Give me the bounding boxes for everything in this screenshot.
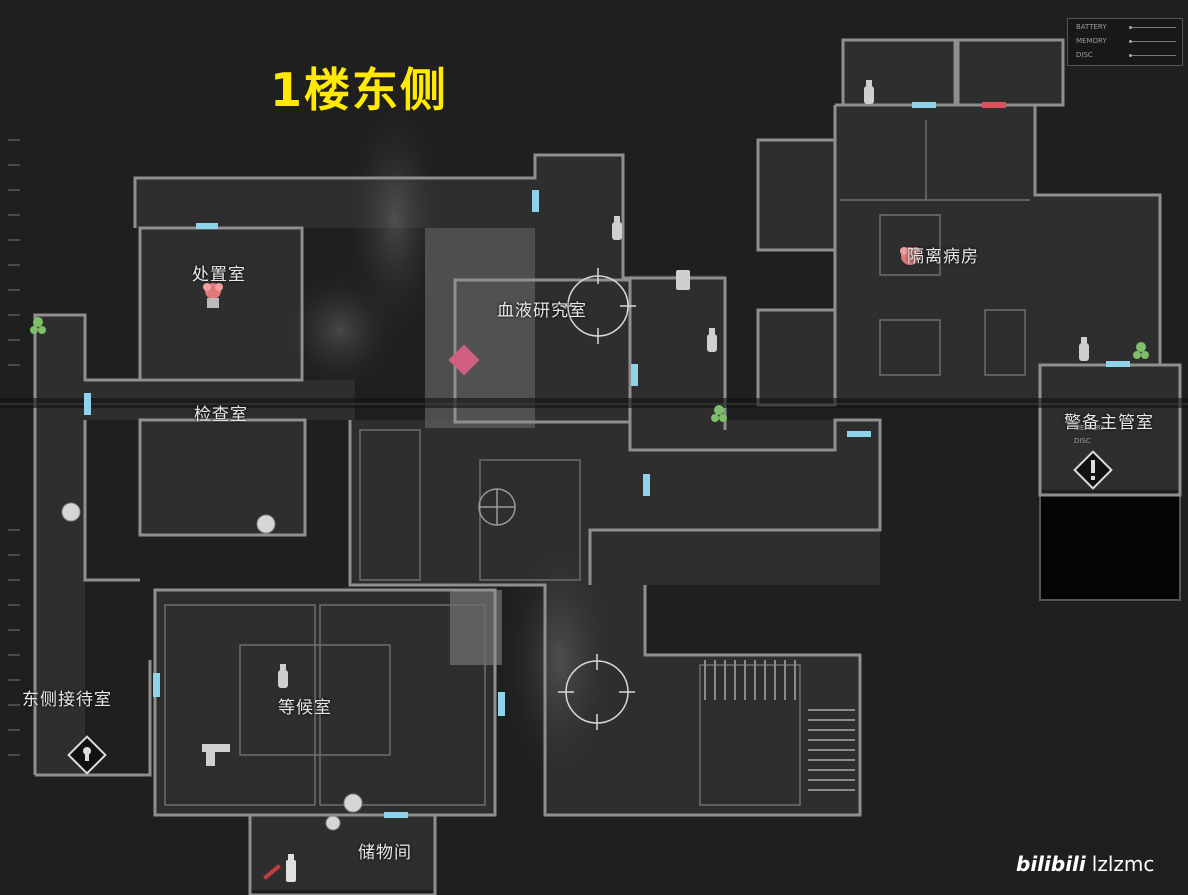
door-open <box>498 692 505 716</box>
watermark-username: lzlzmc <box>1091 852 1155 876</box>
room-label-blood-lab: 血液研究室 <box>497 301 587 321</box>
room-label-disposal: 处置室 <box>192 265 246 285</box>
flower-icon <box>900 247 920 265</box>
status-memory-label: MEMORY <box>1076 37 1107 45</box>
status-panel: BATTERY MEMORY DISC <box>1067 18 1183 66</box>
key-item-icon <box>448 344 480 376</box>
spray-icon <box>864 80 874 104</box>
device-icon <box>676 270 690 290</box>
coin-icon <box>61 502 81 522</box>
door-open <box>84 393 91 415</box>
compass-emblem <box>478 488 516 526</box>
status-battery-label: BATTERY <box>1076 23 1107 31</box>
door-open <box>196 223 218 229</box>
warning-icon <box>1073 450 1113 490</box>
glitch-disc-label: DISC <box>1074 437 1091 445</box>
coin-icon <box>325 815 341 831</box>
door-open <box>153 673 160 697</box>
target-icon <box>560 268 636 344</box>
red-herb-icon <box>263 864 281 880</box>
lock-icon <box>67 735 107 775</box>
room-label-exam: 检查室 <box>194 405 248 425</box>
gun-icon <box>202 744 230 766</box>
door-open <box>643 474 650 496</box>
door-open <box>912 102 936 108</box>
flower-icon <box>203 283 223 308</box>
herb-icon <box>30 317 46 334</box>
spray-icon <box>278 664 288 688</box>
room-label-guard: 警备主管室 <box>1064 413 1154 433</box>
door-open <box>532 190 539 212</box>
room-label-storage: 储物间 <box>358 843 412 863</box>
door-open <box>384 812 408 818</box>
room-label-east-reception: 东侧接待室 <box>22 690 112 710</box>
coin-icon <box>343 793 363 813</box>
door-open <box>847 431 871 437</box>
door-markers <box>84 102 1130 818</box>
spray-icon <box>1079 337 1089 361</box>
room-label-isolation: 隔离病房 <box>907 247 979 267</box>
glitch-memory-label: MEMORY <box>1074 424 1105 432</box>
coin-icon <box>256 514 276 534</box>
bottle-icon <box>286 854 296 882</box>
herb-icon <box>1133 342 1149 359</box>
herb-icon <box>711 405 727 422</box>
door-open <box>1106 361 1130 367</box>
target-icon <box>558 654 635 730</box>
spray-icon <box>612 216 622 240</box>
room-label-waiting: 等候室 <box>278 698 332 718</box>
door-locked <box>982 102 1006 108</box>
spray-icon <box>707 328 717 352</box>
watermark: bilibili lzlzmc <box>1016 852 1154 876</box>
page-title: 1楼东侧 <box>270 63 449 117</box>
bilibili-logo: bilibili <box>1016 852 1086 876</box>
door-open <box>631 364 638 386</box>
status-disc-label: DISC <box>1076 51 1093 59</box>
